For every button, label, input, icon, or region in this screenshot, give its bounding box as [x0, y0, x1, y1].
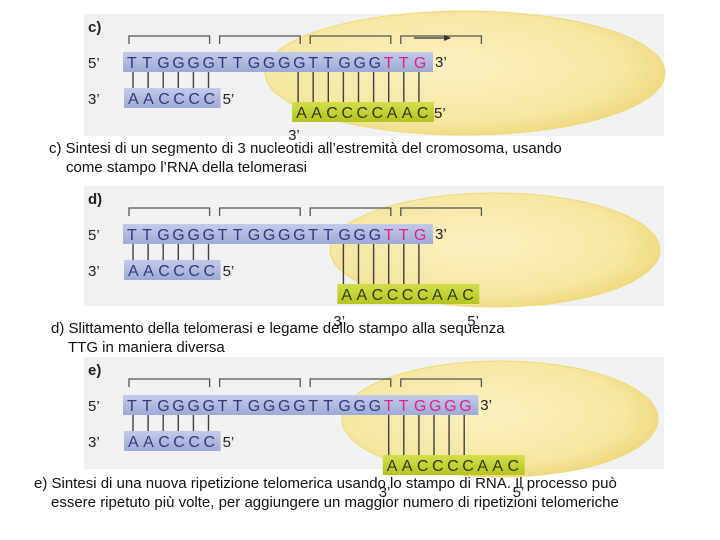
caption-c-line1: c) Sintesi di un segmento di 3 nucleotid…	[49, 140, 562, 157]
top-strand-5prime-d: 5’	[88, 227, 100, 244]
rna-3prime-c: 3’	[288, 127, 300, 144]
rna-template-sequence-c: AACCCCAAC	[296, 105, 428, 122]
repeat-bracket-e	[400, 378, 483, 387]
top-strand-5prime-e: 5’	[88, 398, 100, 415]
synthesis-arrowhead-c	[444, 35, 452, 41]
top-dna-strand-e	[123, 395, 479, 415]
repeat-bracket-c	[128, 35, 211, 44]
new-nucleotides-d: TTG	[384, 227, 427, 244]
top-dna-strand-c	[123, 52, 433, 72]
rna-3prime-e: 3’	[379, 484, 391, 501]
repeat-bracket-d	[309, 207, 392, 216]
caption-panel-c: c) Sintesi di un segmento di 3 nucleotid…	[49, 139, 562, 177]
repeat-bracket-d	[218, 207, 301, 216]
repeat-bracket-d	[128, 207, 211, 216]
top-dna-sequence-c: TTGGGGTTGGGGTTGGG	[127, 55, 381, 72]
repeat-bracket-c	[309, 35, 392, 44]
repeat-bracket-e	[218, 378, 301, 387]
bottom-strand-3prime-c: 3’	[88, 91, 100, 108]
caption-e-line1: e) Sintesi di una nuova ripetizione telo…	[34, 475, 617, 492]
top-dna-strand-d	[123, 224, 433, 244]
panel-label-c: c)	[88, 19, 101, 36]
caption-panel-e: e) Sintesi di una nuova ripetizione telo…	[34, 474, 619, 512]
repeat-bracket-d	[400, 207, 483, 216]
top-strand-5prime-c: 5’	[88, 55, 100, 72]
caption-e-line2: essere ripetuto più volte, per aggiunger…	[51, 494, 619, 511]
repeat-bracket-e	[128, 378, 211, 387]
telomerase-e	[341, 360, 659, 478]
rna-5prime-d: 5’	[467, 313, 479, 330]
caption-c-line2: come stampo l’RNA della telomerasi	[66, 159, 307, 176]
rna-template-c	[292, 102, 434, 122]
caption-d-line2: TTG in maniera diversa	[68, 339, 225, 356]
rna-template-d	[337, 284, 480, 304]
repeat-bracket-c	[400, 35, 483, 44]
caption-d-line1: d) Slittamento della telomerasi e legame…	[51, 320, 505, 337]
new-nucleotides-c: TTG	[384, 55, 427, 72]
telomerase-d	[329, 192, 661, 308]
top-strand-3prime-d: 3’	[435, 226, 447, 243]
rna-3prime-d: 3’	[333, 313, 345, 330]
rna-template-e	[382, 455, 525, 475]
rna-5prime-e: 5’	[513, 484, 525, 501]
bottom-strand-5prime-c: 5’	[223, 91, 235, 108]
top-strand-3prime-c: 3’	[435, 54, 447, 71]
rna-template-sequence-e: AACCCCAAC	[387, 458, 519, 475]
bottom-dna-strand-d	[124, 260, 221, 280]
top-dna-sequence-d: TTGGGGTTGGGGTTGGG	[127, 227, 381, 244]
bottom-dna-strand-e	[124, 431, 221, 451]
bottom-strand-5prime-d: 5’	[223, 263, 235, 280]
top-dna-sequence-e: TTGGGGTTGGGGTTGGG	[127, 398, 381, 415]
panel-label-e: e)	[88, 362, 101, 379]
bottom-dna-strand-c	[124, 88, 221, 108]
rna-template-sequence-d: AACCCCAAC	[341, 287, 473, 304]
bottom-strand-3prime-d: 3’	[88, 263, 100, 280]
top-strand-3prime-e: 3’	[480, 397, 492, 414]
bottom-strand-3prime-e: 3’	[88, 434, 100, 451]
panel-label-d: d)	[88, 191, 102, 208]
bottom-strand-5prime-e: 5’	[223, 434, 235, 451]
repeat-bracket-e	[309, 378, 392, 387]
repeat-bracket-c	[218, 35, 301, 44]
rna-5prime-c: 5’	[434, 105, 446, 122]
caption-panel-d: d) Slittamento della telomerasi e legame…	[51, 319, 505, 357]
